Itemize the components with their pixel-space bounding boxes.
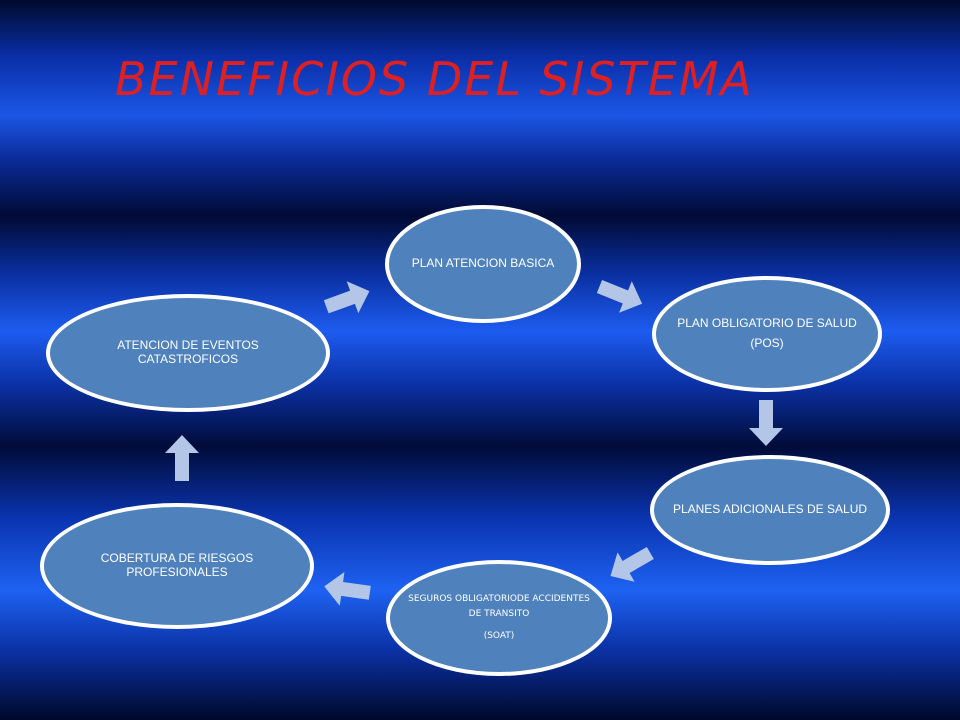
node-plan-atencion-basica: PLAN ATENCION BASICA xyxy=(385,205,581,323)
node-sublabel: (SOAT) xyxy=(483,631,515,642)
node-atencion-eventos-catastroficos: ATENCION DE EVENTOS CATASTROFICOS xyxy=(46,294,330,412)
slide-title: BENEFICIOS DEL SISTEMA xyxy=(115,52,754,106)
node-sublabel: (POS) xyxy=(750,336,784,350)
node-label: PLAN OBLIGATORIO DE SALUD xyxy=(677,316,857,331)
arrow-pos-to-adicionales xyxy=(749,400,783,446)
arrow-riesgos-to-catastroficos xyxy=(165,435,199,481)
node-label: COBERTURA DE RIESGOS PROFESIONALES xyxy=(100,551,254,579)
node-cobertura-riesgos-profesionales: COBERTURA DE RIESGOS PROFESIONALES xyxy=(40,503,314,629)
node-label: PLAN ATENCION BASICA xyxy=(411,256,555,271)
arrow-adicionales-to-soat xyxy=(610,546,654,582)
node-plan-obligatorio-salud: PLAN OBLIGATORIO DE SALUD (POS) xyxy=(652,276,882,392)
arrow-basica-to-pos xyxy=(596,280,643,313)
node-label: ATENCION DE EVENTOS CATASTROFICOS xyxy=(117,338,259,366)
node-label: SEGUROS OBLIGATORIODE ACCIDENTES DE TRAN… xyxy=(408,594,590,619)
node-planes-adicionales-salud: PLANES ADICIONALES DE SALUD xyxy=(650,455,890,565)
node-label: PLANES ADICIONALES DE SALUD xyxy=(672,502,868,517)
node-seguros-soat: SEGUROS OBLIGATORIODE ACCIDENTES DE TRAN… xyxy=(386,560,612,676)
arrow-catastroficos-to-basica xyxy=(323,281,370,314)
arrow-soat-to-riesgos xyxy=(324,572,371,606)
